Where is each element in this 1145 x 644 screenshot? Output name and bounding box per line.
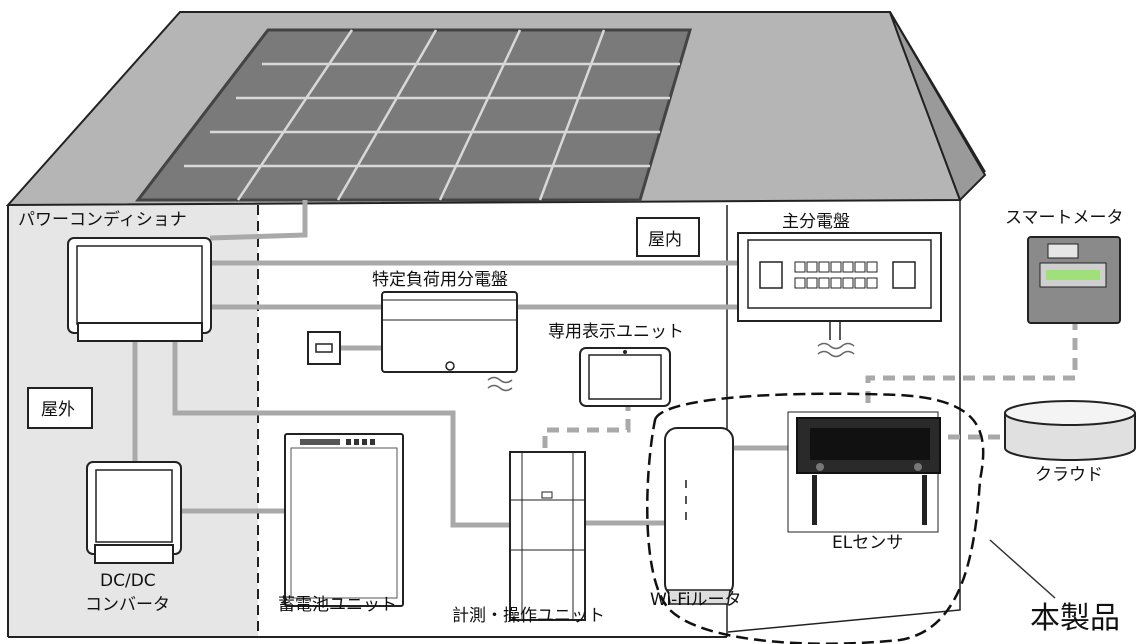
label-outdoor: 屋外 xyxy=(41,400,75,420)
wire-pcs-measure xyxy=(172,340,510,528)
wall-switch xyxy=(307,331,341,365)
label-wifi-router: Wi-Fiルータ xyxy=(650,590,742,610)
gable-edge xyxy=(889,11,986,173)
roof-gable xyxy=(889,11,987,202)
product-boundary xyxy=(646,392,985,644)
outdoor-box xyxy=(27,387,93,429)
link-meter-sensor xyxy=(865,318,1078,410)
solar-grid xyxy=(184,29,680,201)
wifi-router xyxy=(664,427,734,605)
label-main-panel: 主分電盤 xyxy=(782,212,850,232)
label-dcdc-line1: DC/DC xyxy=(100,571,156,591)
label-measure-unit: 計測・操作ユニット xyxy=(452,606,605,626)
label-battery-unit: 蓄電池ユニット xyxy=(278,595,397,615)
smart-meter xyxy=(1027,236,1121,324)
label-specific-load-panel: 特定負荷用分電盤 xyxy=(372,270,508,290)
measure-unit xyxy=(509,451,586,621)
label-indoor: 屋内 xyxy=(648,230,682,250)
right-wall xyxy=(727,150,961,633)
indoor-box xyxy=(636,217,700,257)
label-cloud: クラウド xyxy=(1035,465,1103,485)
label-power-conditioner: パワーコンディショナ xyxy=(18,209,187,230)
label-smart-meter: スマートメータ xyxy=(1005,208,1124,228)
label-display-unit: 専用表示ユニット xyxy=(548,322,684,342)
product-pointer xyxy=(989,539,1056,599)
battery-unit xyxy=(284,433,404,607)
label-el-sensor: ELセンサ xyxy=(832,533,903,553)
el-sensor xyxy=(787,411,941,533)
dcdc-converter xyxy=(86,461,182,564)
label-this-product: 本製品 xyxy=(1030,601,1120,636)
link-measure-display xyxy=(542,405,631,448)
main-panel xyxy=(737,232,942,358)
wire-solar-pcs xyxy=(209,200,308,241)
label-dcdc-line2: コンバータ xyxy=(85,595,170,615)
solar-panel xyxy=(134,28,693,202)
specific-load-panel xyxy=(381,291,518,392)
solar-panel-frame xyxy=(134,28,693,202)
power-conditioner xyxy=(67,237,212,342)
display-unit xyxy=(579,347,671,407)
cloud-storage xyxy=(1004,400,1136,461)
